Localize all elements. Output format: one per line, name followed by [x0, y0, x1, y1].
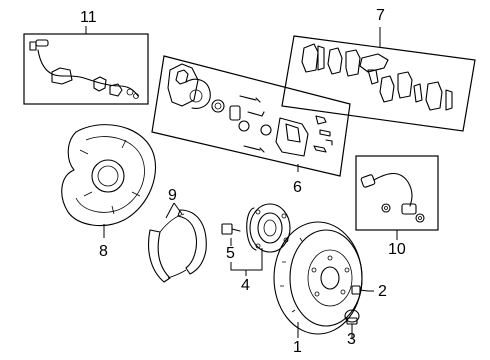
- abs-sensor-group: [23, 26, 149, 105]
- brake-hose-box: [355, 155, 439, 231]
- splash-shield[interactable]: [61, 124, 156, 238]
- callout-11: 11: [80, 9, 97, 26]
- callout-3: 3: [347, 331, 356, 348]
- brake-pad-group: [281, 27, 476, 132]
- bleeder-cap[interactable]: [344, 309, 360, 338]
- rotor-screw[interactable]: [351, 285, 374, 295]
- callout-4: 4: [241, 277, 250, 294]
- parking-brake-shoes[interactable]: [147, 202, 207, 283]
- abs-wheel-speed-sensor[interactable]: [29, 39, 139, 99]
- caliper-group: [151, 55, 351, 177]
- callout-2: 2: [378, 283, 387, 300]
- abs-sensor-box: [23, 33, 149, 105]
- caliper-box: [151, 55, 351, 177]
- callout-7: 7: [376, 7, 385, 24]
- brake-rotor[interactable]: [273, 221, 363, 338]
- brake-hose-group: [355, 155, 439, 240]
- callout-9: 9: [168, 187, 177, 204]
- callout-8: 8: [99, 243, 108, 260]
- callout-5: 5: [226, 245, 235, 262]
- hub-and-bearing-assembly[interactable]: [230, 203, 291, 276]
- hub-bolt[interactable]: [221, 223, 241, 246]
- brake-pad-set[interactable]: [301, 43, 453, 111]
- callout-6: 6: [293, 179, 302, 196]
- callout-10: 10: [388, 241, 406, 258]
- caliper-assembly[interactable]: [167, 63, 333, 157]
- callout-1: 1: [293, 339, 302, 356]
- brake-pad-box: [281, 35, 476, 132]
- brake-hose[interactable]: [360, 172, 425, 223]
